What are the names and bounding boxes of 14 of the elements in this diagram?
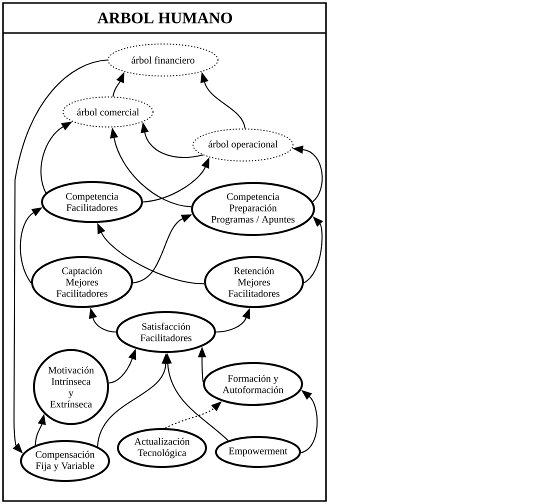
ellipse-node: Captación Mejores Facilitadores [31,256,133,308]
ellipse-node: Formación y Autoformación [203,362,303,406]
circle-node: Motivación Intrínseca y Extrínseca [33,349,109,425]
ellipse-node: Competencia Facilitadores [41,181,143,223]
ellipse-node: Actualización Tecnológica [117,428,207,468]
ellipse-node: Retención Mejores Facilitadores [204,256,304,308]
title: ARBOL HUMANO [97,12,232,24]
ellipse-node: Satisfacción Facilitadores [116,311,216,353]
dotted-ellipse-node: árbol financiero [108,44,218,76]
dotted-ellipse-node: árbol operacional [192,128,294,162]
dotted-ellipse-node: árbol comercial [62,96,154,128]
ellipse-node: Empowerment [215,436,301,468]
ellipse-node: Compensación Fija y Variable [20,440,110,482]
ellipse-node: Competencia Preparación Programas / Apuntes [191,182,315,236]
